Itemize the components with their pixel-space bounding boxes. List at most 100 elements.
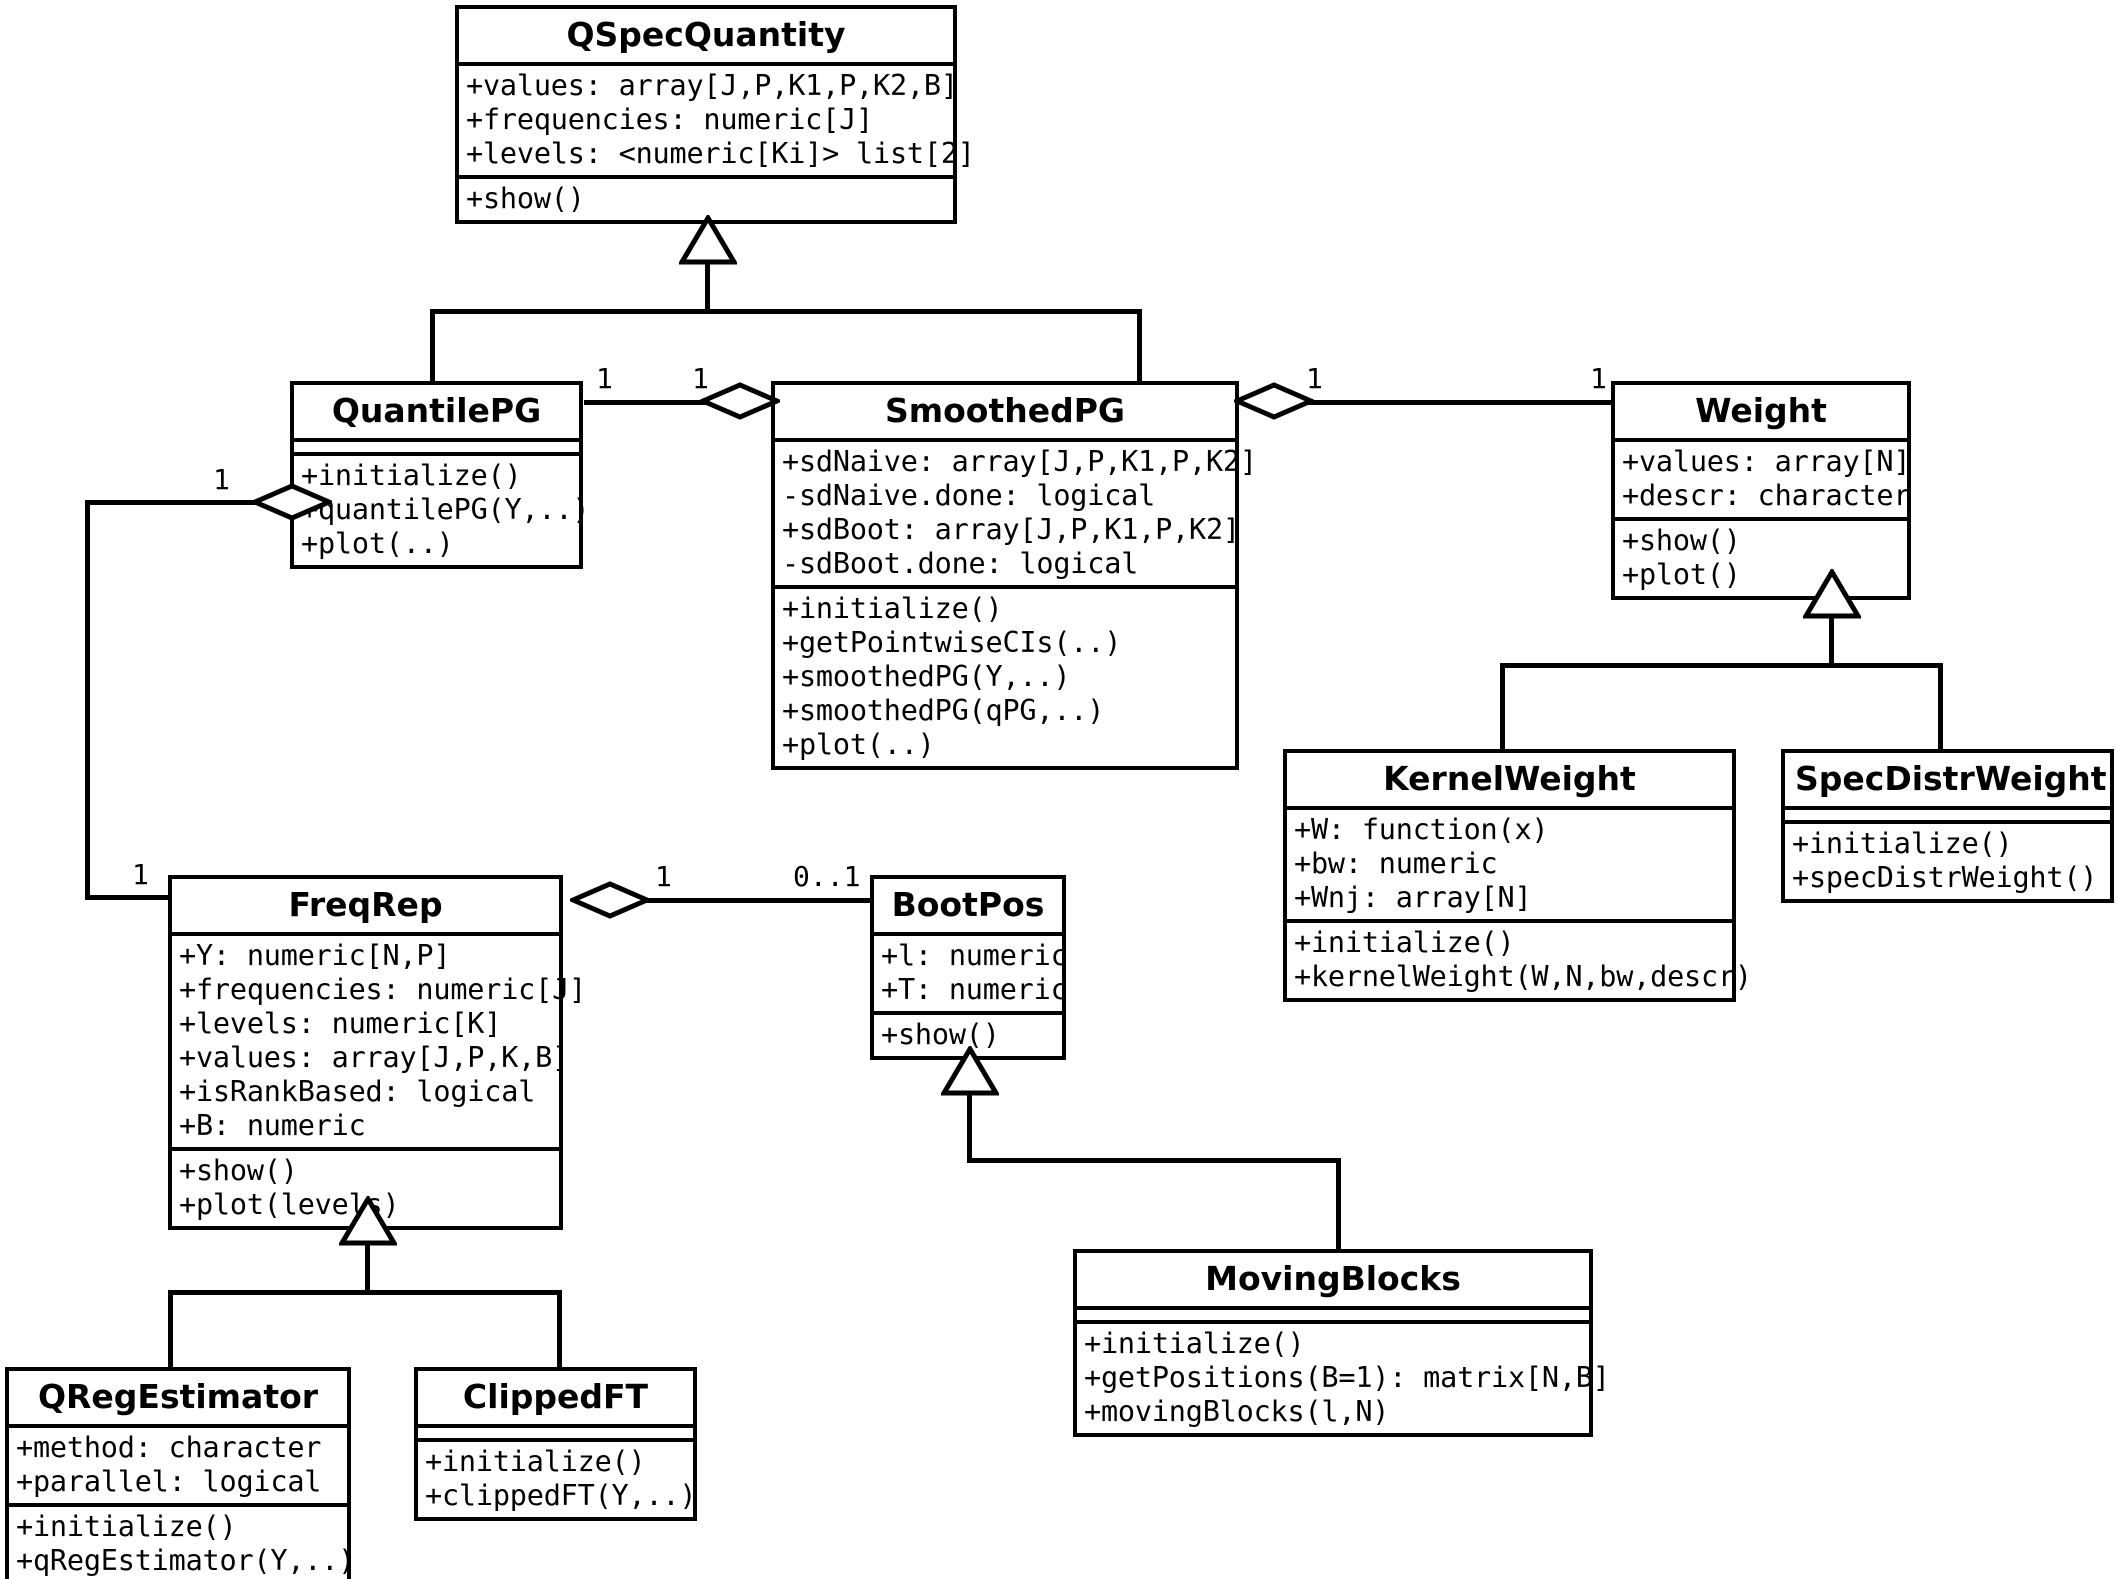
separator <box>1615 438 1907 442</box>
attribute-row: +descr: character <box>1622 479 1911 512</box>
method-row: +initialize() <box>425 1445 646 1478</box>
class-box-freqrep[interactable]: FreqRep +Y: numeric[N,P] +frequencies: n… <box>168 875 587 1230</box>
generalization-branch-clippedft <box>557 1290 562 1370</box>
class-box-kernelweight[interactable]: KernelWeight +W: function(x) +bw: numeri… <box>1283 749 1752 1002</box>
separator <box>172 932 559 936</box>
attribute-row: +Y: numeric[N,P] <box>179 939 451 972</box>
methods-clippedft: +initialize() +clippedFT(Y,..) <box>418 1442 697 1517</box>
separator <box>1287 806 1732 810</box>
separator <box>775 438 1235 442</box>
aggregation-diamond-quantilepg <box>252 482 332 522</box>
class-title-bootpos: BootPos <box>891 885 1045 924</box>
attribute-row: +levels: <numeric[Ki]> list[2] <box>466 137 975 170</box>
method-row: +show() <box>466 182 585 215</box>
generalization-bar-freqrep <box>168 1290 562 1295</box>
attributes-clippedft <box>418 1428 693 1438</box>
attribute-row: +frequencies: numeric[J] <box>179 973 587 1006</box>
class-title-freqrep: FreqRep <box>288 885 443 924</box>
aggregation-line-freqrep-quantilepg-bottom <box>85 895 170 900</box>
method-row: +movingBlocks(l,N) <box>1084 1395 1390 1428</box>
class-title-specdistrweight: SpecDistrWeight <box>1795 759 2107 798</box>
method-row: +initialize() <box>1792 827 2013 860</box>
method-row: +plot(..) <box>782 728 935 761</box>
class-box-specdistrweight[interactable]: SpecDistrWeight +initialize() +specDistr… <box>1781 749 2114 903</box>
attribute-row: +bw: numeric <box>1294 847 1498 880</box>
class-box-clippedft[interactable]: ClippedFT +initialize() +clippedFT(Y,..) <box>414 1367 697 1521</box>
attributes-bootpos: +l: numeric +T: numeric <box>874 936 1068 1011</box>
attributes-qregestimator: +method: character +parallel: logical <box>9 1428 347 1503</box>
multiplicity-bootpos-left: 0..1 <box>793 860 861 893</box>
separator <box>1615 517 1907 521</box>
method-row: +plot(..) <box>301 527 454 560</box>
aggregation-diamond-smoothedpg-left <box>700 381 780 421</box>
generalization-branch-movingblocks <box>1336 1158 1341 1253</box>
generalization-line-to-qspecquantity <box>705 232 710 314</box>
class-box-bootpos[interactable]: BootPos +l: numeric +T: numeric +show() <box>870 875 1068 1060</box>
separator <box>9 1503 347 1507</box>
multiplicity-freqrep-left: 1 <box>132 858 149 891</box>
class-title-smoothedpg: SmoothedPG <box>884 391 1126 430</box>
separator <box>9 1424 347 1428</box>
multiplicity-freqrep-right: 1 <box>655 860 672 893</box>
method-row: +plot() <box>1622 558 1741 591</box>
generalization-bar-qspecquantity <box>430 309 1142 314</box>
method-row: +show() <box>179 1154 298 1187</box>
attribute-row: +method: character <box>16 1431 322 1464</box>
separator <box>1785 806 2110 810</box>
class-title-qspecquantity: QSpecQuantity <box>566 15 846 54</box>
attributes-quantilepg <box>294 442 579 452</box>
aggregation-diamond-freqrep <box>570 880 650 920</box>
attribute-row: +levels: numeric[K] <box>179 1007 502 1040</box>
method-row: +initialize() <box>301 459 522 492</box>
attributes-movingblocks <box>1077 1310 1589 1320</box>
class-box-qspecquantity[interactable]: QSpecQuantity +values: array[J,P,K1,P,K2… <box>455 5 975 224</box>
attribute-row: -sdNaive.done: logical <box>782 479 1156 512</box>
method-row: +show() <box>881 1018 1000 1051</box>
methods-qregestimator: +initialize() +qRegEstimator(Y,..) <box>9 1507 356 1579</box>
multiplicity-smoothedpg-left: 1 <box>692 362 709 395</box>
attributes-weight: +values: array[N] +descr: character <box>1615 442 1911 517</box>
separator <box>172 1147 559 1151</box>
class-box-qregestimator[interactable]: QRegEstimator +method: character +parall… <box>5 1367 356 1579</box>
methods-smoothedpg: +initialize() +getPointwiseCIs(..) +smoo… <box>775 589 1235 766</box>
separator <box>294 452 579 456</box>
generalization-triangle-weight <box>1803 569 1861 619</box>
method-row: +smoothedPG(Y,..) <box>782 660 1071 693</box>
generalization-line-to-weight <box>1829 586 1834 668</box>
class-box-smoothedpg[interactable]: SmoothedPG +sdNaive: array[J,P,K1,P,K2] … <box>771 381 1257 770</box>
attribute-row: +sdNaive: array[J,P,K1,P,K2] <box>782 445 1257 478</box>
separator <box>459 62 953 66</box>
method-row: +initialize() <box>1084 1327 1305 1360</box>
methods-movingblocks: +initialize() +getPositions(B=1): matrix… <box>1077 1324 1610 1433</box>
separator <box>1785 820 2110 824</box>
multiplicity-smoothedpg-right: 1 <box>1306 362 1323 395</box>
class-box-quantilepg[interactable]: QuantilePG +initialize() +quantilePG(Y,.… <box>290 381 589 569</box>
method-row: +clippedFT(Y,..) <box>425 1479 697 1512</box>
separator <box>874 932 1062 936</box>
methods-kernelweight: +initialize() +kernelWeight(W,N,bw,descr… <box>1287 923 1752 998</box>
attribute-row: +isRankBased: logical <box>179 1075 536 1108</box>
class-box-movingblocks[interactable]: MovingBlocks +initialize() +getPositions… <box>1073 1249 1610 1437</box>
aggregation-line-freqrep-quantilepg-vert <box>85 500 90 900</box>
generalization-branch-kernelweight <box>1500 663 1505 751</box>
method-row: +kernelWeight(W,N,bw,descr) <box>1294 960 1752 993</box>
methods-weight: +show() +plot() <box>1615 521 1907 596</box>
attribute-row: +B: numeric <box>179 1109 366 1142</box>
attributes-smoothedpg: +sdNaive: array[J,P,K1,P,K2] -sdNaive.do… <box>775 442 1257 585</box>
generalization-line-to-bootpos <box>967 1063 972 1163</box>
generalization-triangle-qspecquantity <box>679 215 737 265</box>
methods-quantilepg: +initialize() +quantilePG(Y,..) +plot(..… <box>294 456 589 565</box>
method-row: +initialize() <box>1294 926 1515 959</box>
method-row: +qRegEstimator(Y,..) <box>16 1544 356 1577</box>
separator <box>418 1424 693 1428</box>
multiplicity-quantilepg-freqrep: 1 <box>213 463 230 496</box>
class-box-weight[interactable]: Weight +values: array[N] +descr: charact… <box>1611 381 1911 600</box>
aggregation-line-weight-smoothedpg <box>1255 400 1615 405</box>
aggregation-line-freqrep-quantilepg-top <box>85 500 267 505</box>
generalization-triangle-freqrep <box>339 1196 397 1246</box>
class-title-movingblocks: MovingBlocks <box>1205 1259 1461 1298</box>
method-row: +show() <box>1622 524 1741 557</box>
generalization-branch-quantilepg <box>430 309 435 389</box>
separator <box>874 1011 1062 1015</box>
